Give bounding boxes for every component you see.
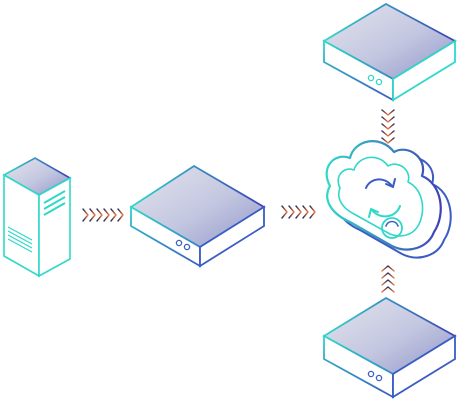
cloud-sync-icon — [325, 140, 452, 259]
connector-top-to-cloud — [381, 109, 395, 144]
connector-relay-to-cloud — [281, 205, 316, 219]
tower-server-icon — [2, 157, 72, 278]
connector-bottom-to-cloud — [381, 265, 395, 293]
top-server-icon — [322, 2, 457, 102]
relay-server-icon — [129, 164, 266, 268]
connector-tower-to-relay — [82, 208, 124, 222]
bottom-server-icon — [322, 296, 457, 399]
